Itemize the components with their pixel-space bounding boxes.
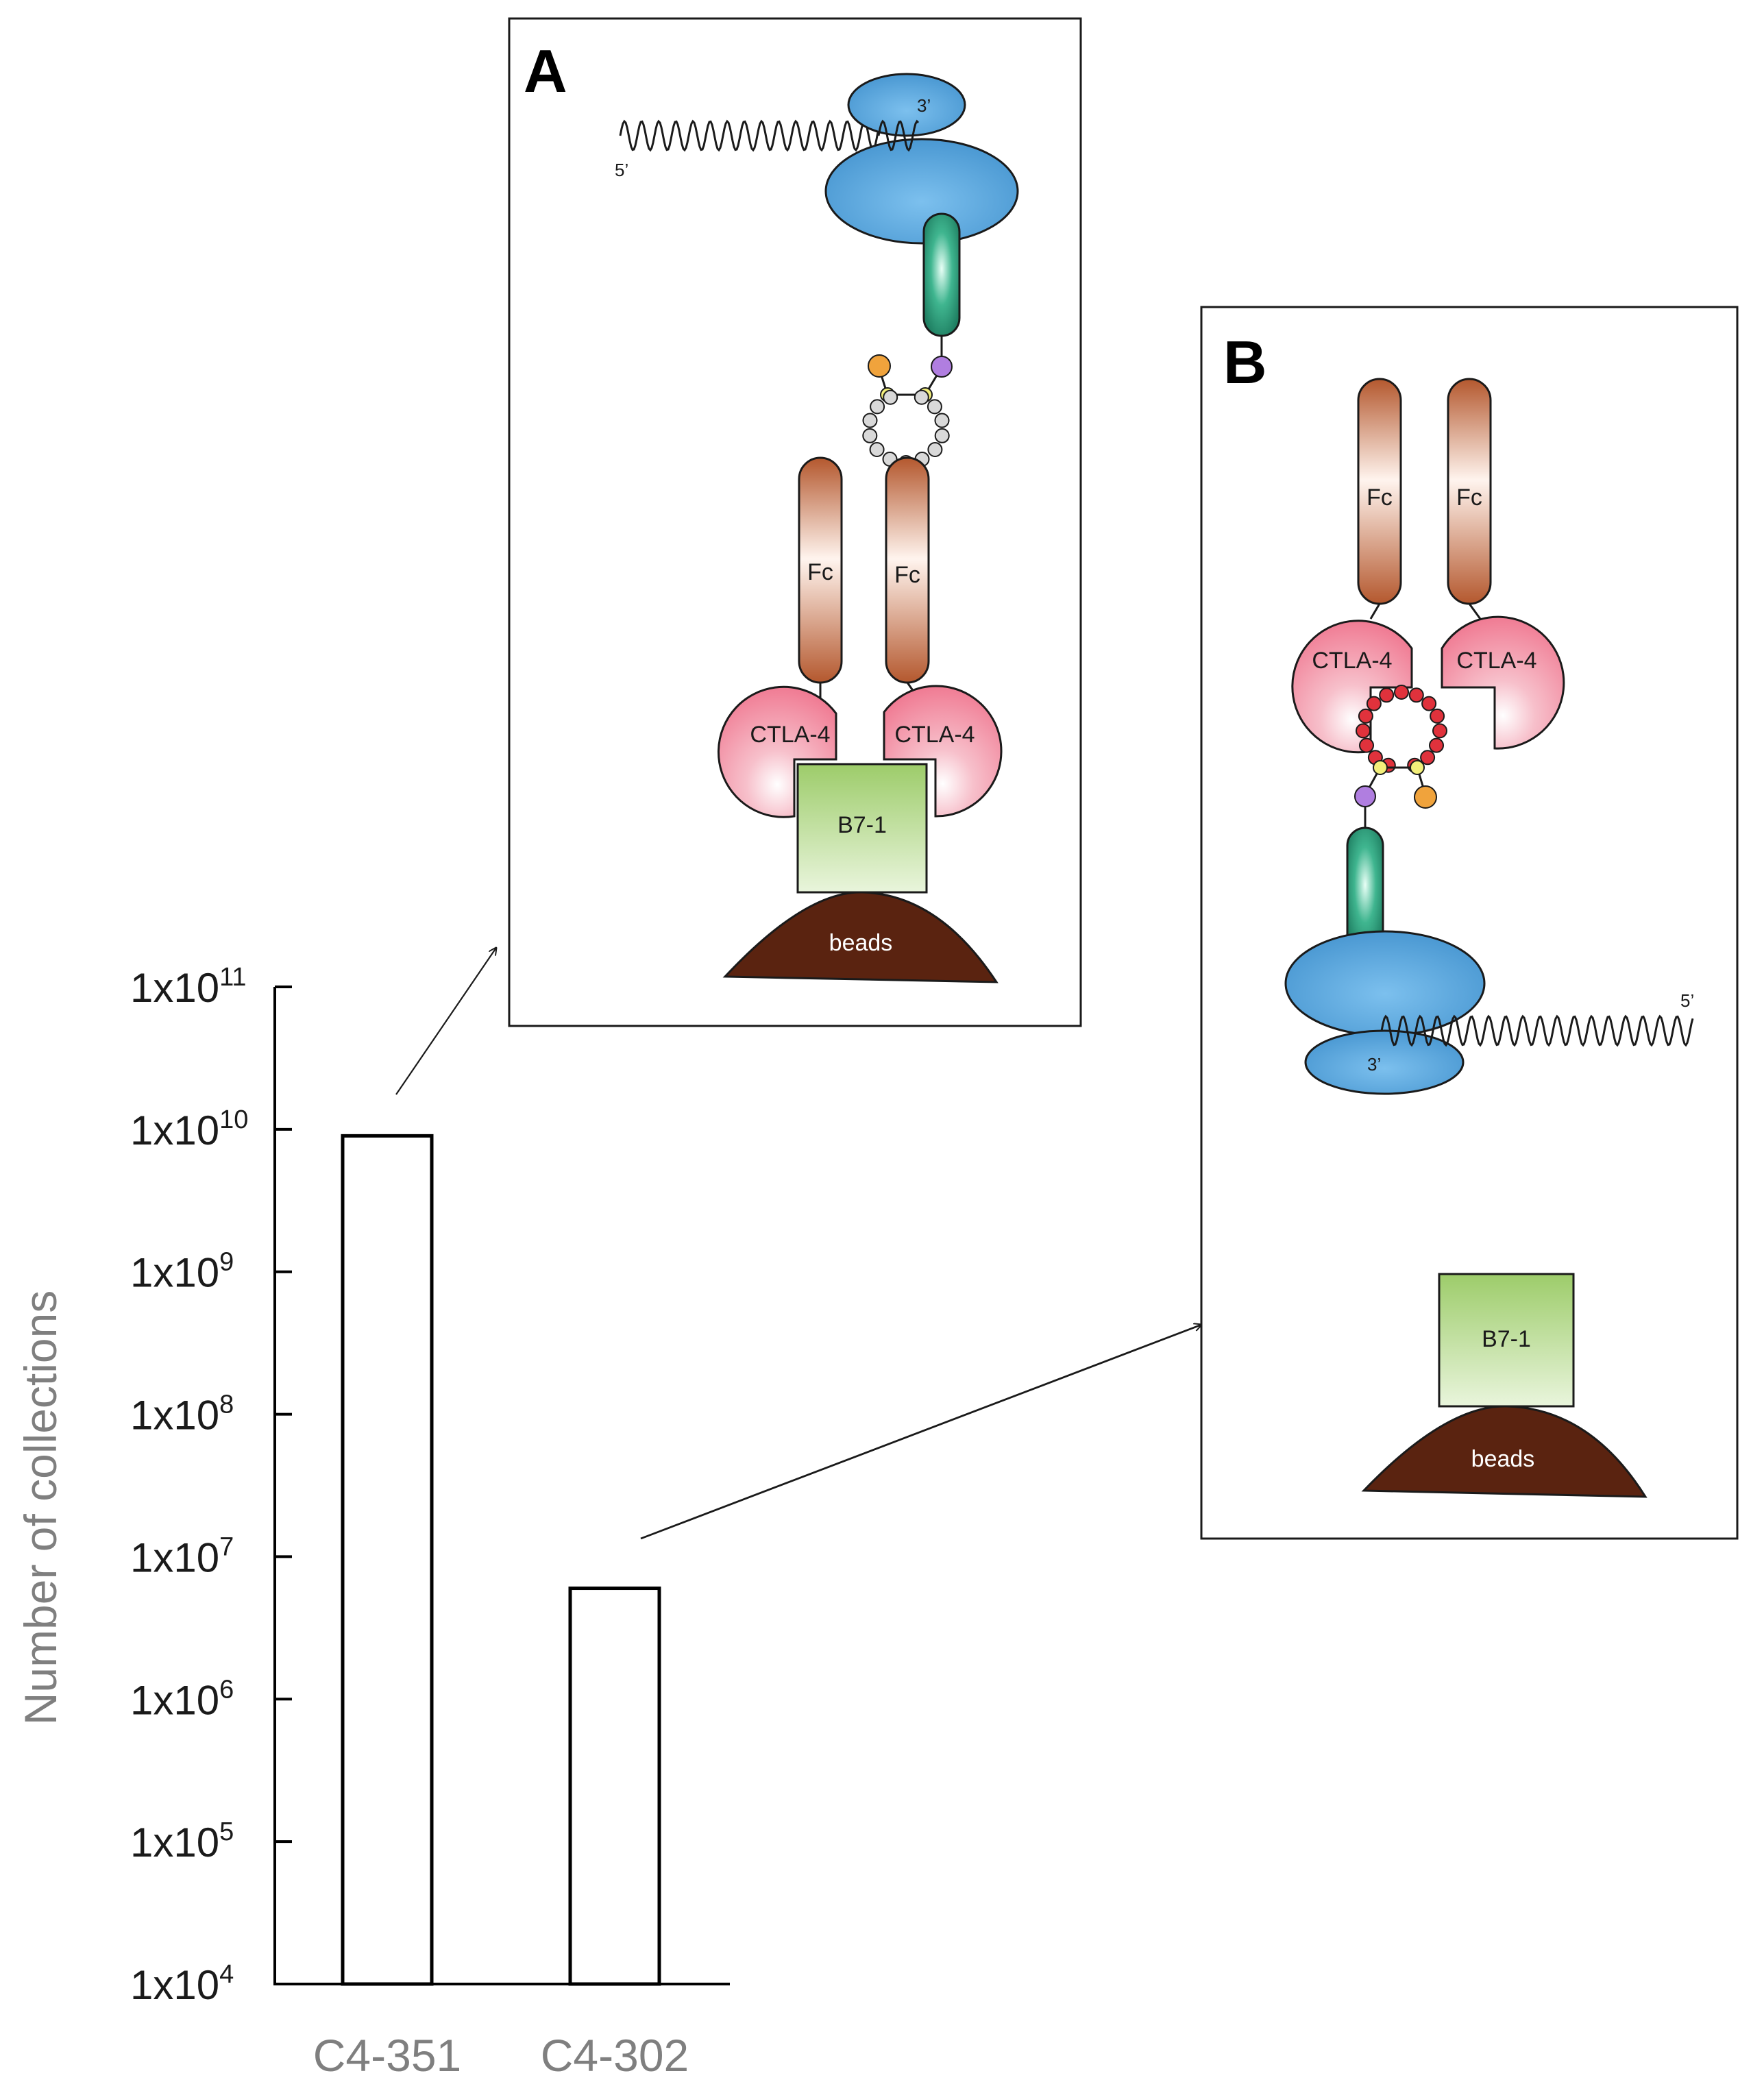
b7-1-label: B7-1 [1482,1326,1531,1352]
amino-acid [1358,708,1373,724]
amino-acid [927,442,943,457]
y-tick-label: 1x108 [130,1391,234,1439]
hinge [1468,603,1482,620]
orange-atom [1414,785,1437,809]
beads-label: beads [829,930,893,956]
beads [1361,1405,1647,1498]
amino-acid [1359,737,1374,753]
cyclic-peptide-ring [1356,685,1447,773]
amino-acid [927,399,942,415]
yellow-atom [1410,760,1425,775]
ctla4-left [718,685,837,818]
arrow-to-panel-b [640,1325,1201,1540]
x-tick-labels: C4-351 C4-302 [313,2030,689,2081]
x-tick-label: C4-351 [313,2030,461,2081]
y-tick-label: 1x1010 [130,1105,248,1153]
beads [722,891,999,983]
ctla4-right [883,685,1003,818]
amino-acid [1379,687,1395,703]
ribosome-large-subunit [824,138,1019,245]
amino-acid [1394,685,1409,700]
arrow-to-panel-a [395,948,496,1095]
y-ticks [275,986,292,1985]
five-prime-label: 5’ [1680,990,1694,1011]
ribosome-small-subunit [1304,1029,1465,1095]
amino-acid [1408,687,1424,703]
y-tick-label: 1x106 [130,1675,234,1723]
mrna-strand [1380,1014,1694,1047]
amino-acid [1366,696,1382,711]
ctla4-label-left: CTLA-4 [1312,648,1392,674]
b7-1-protein [796,763,928,894]
b7-1-label: B7-1 [837,812,887,838]
ctla4-right [1441,615,1565,750]
bars [341,1134,661,1986]
amino-acid [934,428,950,443]
bar-chart: 1x104 1x105 1x106 1x107 1x108 1x109 1x1010 1x10… [15,963,730,2081]
panel-b-label: B [1223,328,1267,396]
hinge [1369,603,1381,620]
orange-atom [868,354,891,378]
y-tick-label: 1x109 [130,1248,234,1296]
amino-acid [1356,723,1371,739]
amino-acid [1429,737,1444,753]
mrna-strand [619,119,879,152]
diagram-panel-a: A 3’ 5’ Fc Fc CTLA-4 CTLA-4 [508,17,1082,1027]
panel-a-label: A [524,37,567,105]
y-tick-label: 1x1011 [130,963,247,1011]
ctla4-label-right: CTLA-4 [1456,648,1536,674]
diagram-panel-b: B Fc Fc CTLA-4 CTLA-4 3’ 5’ B7-1 [1200,306,1739,1540]
b7-1-protein [1438,1273,1575,1408]
three-prime-label: 3’ [1367,1054,1381,1075]
amino-acid [883,389,898,405]
ctla4-label-left: CTLA-4 [750,722,830,748]
fc-label-right: Fc [1456,485,1482,511]
amino-acid [862,428,878,443]
bar-c4-351 [341,1134,434,1986]
yellow-atom [1373,760,1388,775]
three-prime-label: 3’ [917,95,931,116]
amino-acid [934,413,950,428]
amino-acid [870,399,885,415]
bar-c4-302 [568,1587,661,1986]
fc-label-right: Fc [894,562,920,588]
five-prime-label: 5’ [615,160,628,180]
ctla4-label-right: CTLA-4 [894,722,975,748]
y-tick-label: 1x105 [130,1817,234,1865]
amino-acid [1432,723,1447,739]
beads-label: beads [1471,1446,1535,1472]
fc-label-left: Fc [1367,485,1393,511]
ctla4-left [1291,620,1413,754]
amino-acid [1420,750,1436,766]
amino-acid [1430,708,1445,724]
amino-acid [869,442,885,457]
amino-acid [1421,696,1437,711]
mrna-strand-front [877,119,920,152]
purple-atom [1354,785,1376,807]
puromycin-linker [922,212,961,337]
y-tick-labels: 1x104 1x105 1x106 1x107 1x108 1x109 1x1010 1x10… [130,963,248,2008]
amino-acid [914,389,929,405]
y-axis-label: Number of collections [15,1290,66,1726]
y-tick-label: 1x107 [130,1532,234,1580]
amino-acid [862,413,878,428]
purple-atom [931,356,953,378]
ribosome-small-subunit [847,73,966,137]
fc-label-left: Fc [807,559,833,585]
y-tick-label: 1x104 [130,1960,234,2008]
x-tick-label: C4-302 [541,2030,689,2081]
